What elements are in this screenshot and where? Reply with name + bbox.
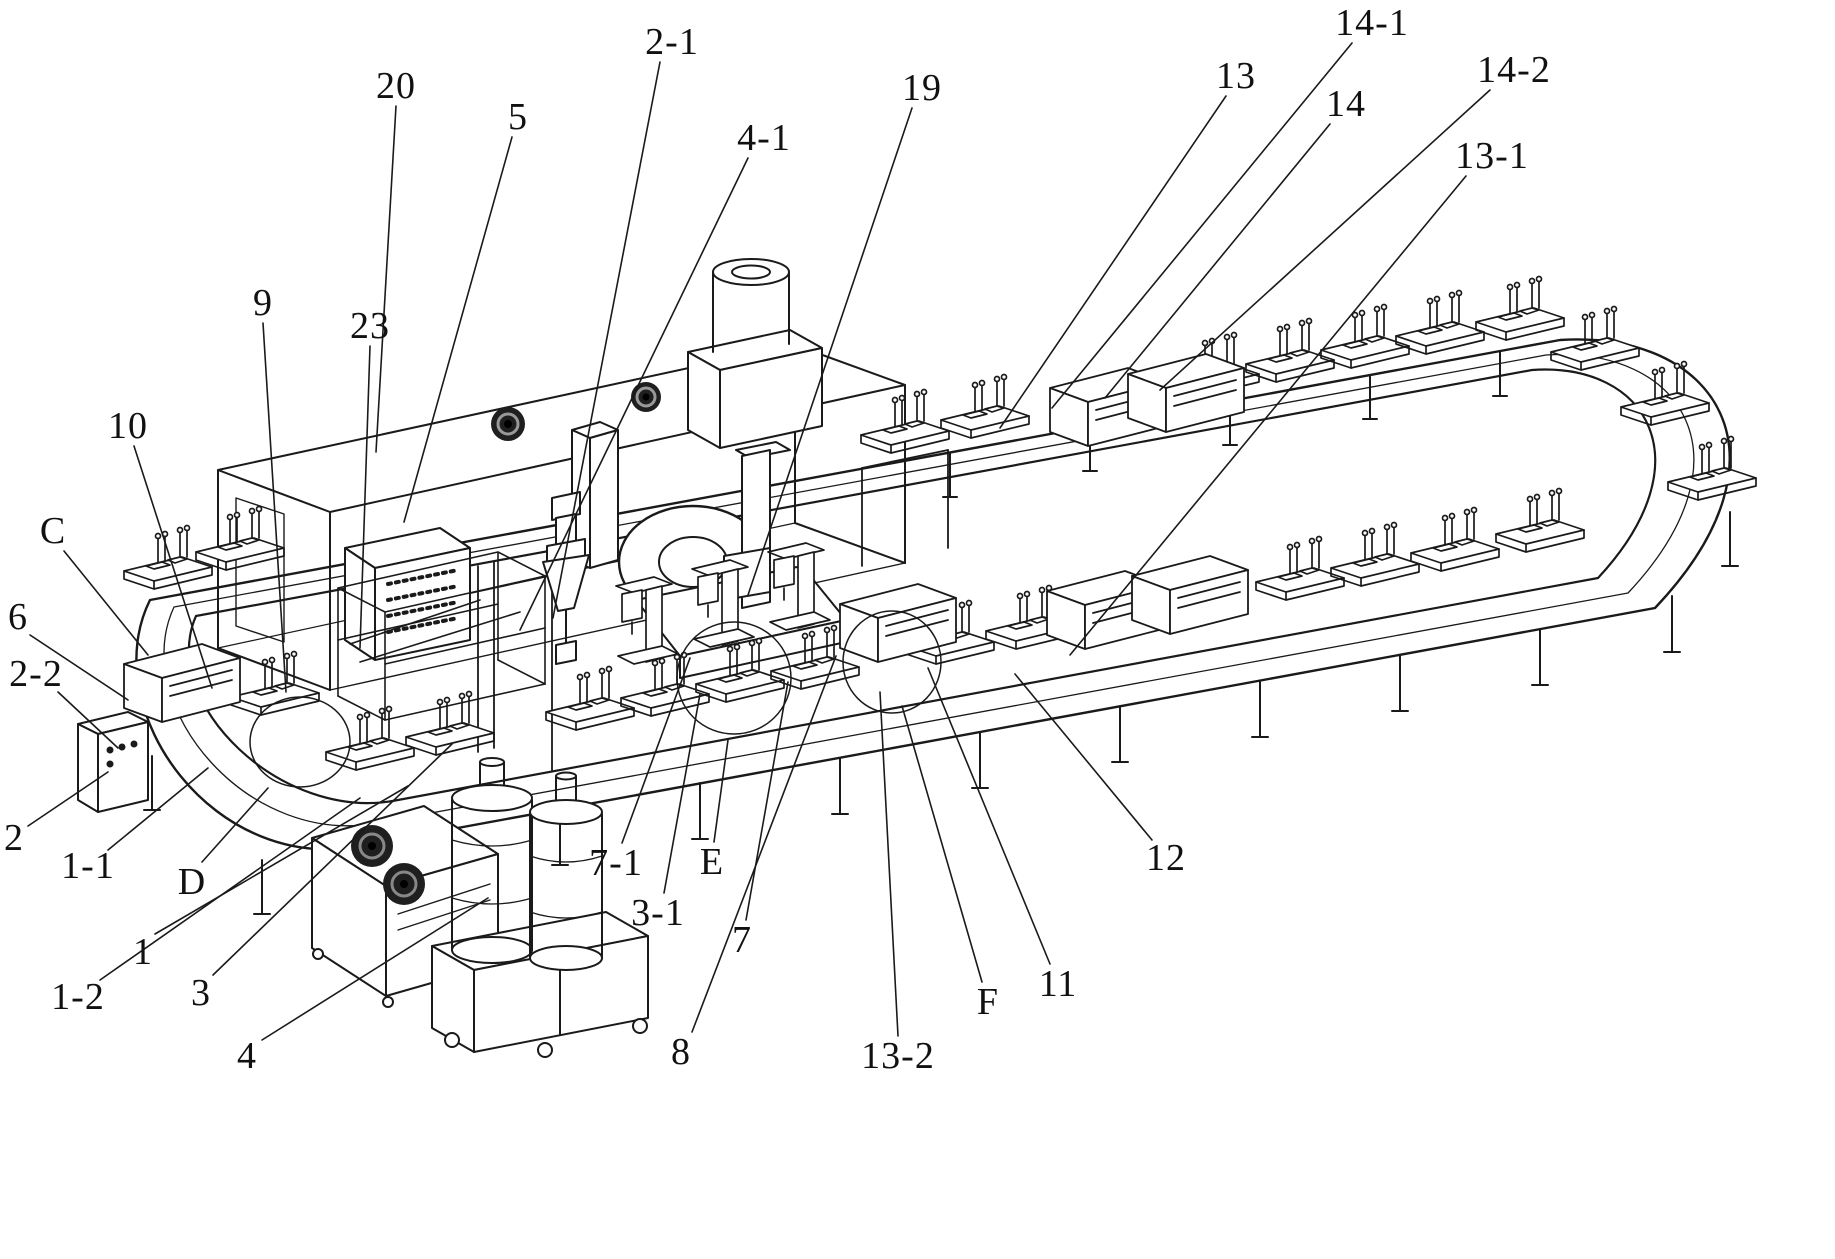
leader-line-23 — [359, 345, 371, 649]
part-label-2-2: 2-2 — [9, 653, 63, 695]
leader-line-3-1 — [663, 693, 701, 894]
leader-line-D — [201, 787, 269, 863]
leader-line-1-2 — [99, 797, 361, 981]
leader-line-9 — [262, 322, 287, 693]
part-label-1-1: 1-1 — [61, 845, 115, 887]
part-label-8: 8 — [671, 1031, 691, 1073]
leader-line-13-2 — [879, 691, 899, 1037]
part-label-3: 3 — [191, 972, 211, 1014]
part-label-C: C — [39, 510, 67, 552]
leader-line-C — [63, 550, 149, 656]
leader-line-19 — [747, 107, 913, 596]
leader-line-1-1 — [107, 767, 209, 851]
part-label-14: 14 — [1326, 83, 1366, 125]
part-label-7: 7 — [732, 919, 752, 961]
part-label-11: 11 — [1038, 963, 1078, 1005]
part-label-D: D — [177, 861, 207, 903]
leader-line-3 — [212, 743, 453, 976]
dispenser-pipes — [477, 561, 553, 771]
leader-line-E — [713, 739, 729, 843]
part-label-9: 9 — [253, 282, 273, 324]
control-cabinet — [344, 527, 471, 661]
leader-line-13-1 — [1069, 175, 1467, 656]
part-label-2-1: 2-1 — [645, 21, 699, 63]
leader-line-4 — [261, 897, 489, 1041]
part-label-4: 4 — [237, 1035, 257, 1077]
leader-line-6 — [29, 634, 129, 701]
leader-line-F — [901, 705, 983, 983]
control-box-2 — [77, 711, 149, 813]
station-frame — [337, 551, 546, 721]
leader-line-2 — [27, 771, 109, 827]
part-label-10: 10 — [108, 405, 148, 447]
leader-line-2-2 — [57, 691, 119, 749]
leader-line-12 — [1014, 673, 1153, 841]
part-label-F: F — [976, 981, 1000, 1023]
leader-line-4-1 — [519, 157, 749, 631]
part-label-E: E — [699, 841, 725, 883]
part-label-23: 23 — [350, 305, 390, 347]
dispenser-tanks — [431, 757, 649, 1058]
part-label-5: 5 — [508, 96, 528, 138]
leader-line-14 — [1104, 123, 1331, 399]
tower-cylinder — [687, 258, 823, 449]
part-label-7-1: 7-1 — [589, 842, 643, 884]
part-label-1-2: 1-2 — [51, 976, 105, 1018]
leader-line-5 — [403, 136, 513, 523]
part-label-2: 2 — [4, 817, 24, 859]
leader-lines — [27, 42, 1491, 1041]
leader-line-14-2 — [1159, 89, 1491, 391]
leader-line-14-1 — [1051, 42, 1353, 409]
leader-line-20 — [375, 105, 397, 453]
part-label-14-1: 14-1 — [1335, 2, 1409, 44]
part-label-14-2: 14-2 — [1477, 49, 1551, 91]
leader-line-1 — [154, 785, 409, 935]
leader-line-7-1 — [621, 657, 691, 844]
part-label-19: 19 — [902, 67, 942, 109]
leader-line-8 — [691, 655, 837, 1033]
part-label-13: 13 — [1216, 55, 1256, 97]
part-label-3-1: 3-1 — [631, 892, 685, 934]
detail-circles — [249, 610, 942, 788]
motor-knobs — [491, 382, 661, 441]
part-label-4-1: 4-1 — [737, 117, 791, 159]
part-label-13-2: 13-2 — [861, 1035, 935, 1077]
leader-line-7 — [745, 681, 789, 921]
part-label-6: 6 — [8, 596, 28, 638]
leader-line-13 — [999, 95, 1227, 429]
portal-frame — [861, 449, 949, 567]
part-label-1: 1 — [133, 931, 153, 973]
part-label-20: 20 — [376, 65, 416, 107]
leader-line-10 — [133, 445, 213, 689]
part-label-13-1: 13-1 — [1455, 135, 1529, 177]
leader-line-11 — [927, 667, 1051, 965]
part-label-12: 12 — [1146, 837, 1186, 879]
